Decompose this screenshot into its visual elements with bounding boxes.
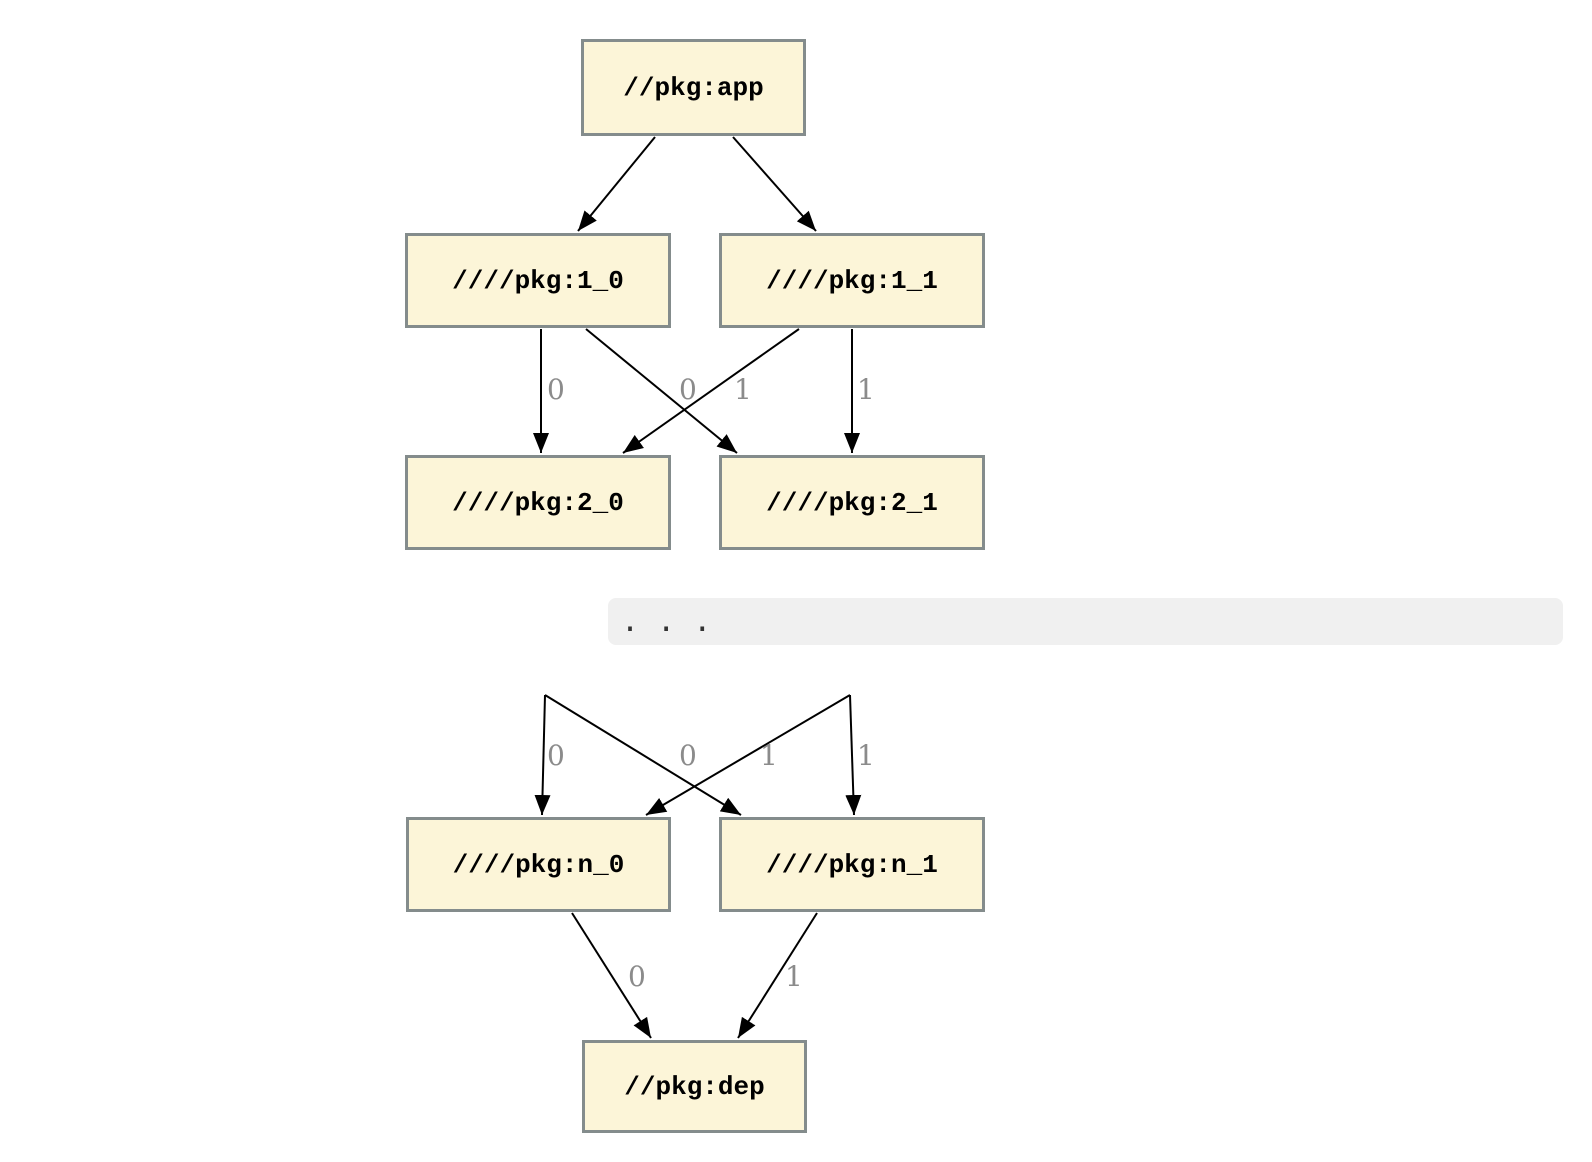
edge-label-mid-to-n-0: 0 — [547, 739, 565, 772]
edge-n-1-to-dep — [737, 912, 818, 1039]
edge-label-1-1-to-2-1: 1 — [857, 373, 875, 406]
edge-mid2-to-n-1 — [845, 694, 862, 816]
edge-n-0-to-dep — [571, 912, 652, 1039]
node-pkg-1-1: ////pkg:1_1 — [719, 233, 985, 328]
edge-label-1-1-to-2-0: 0 — [679, 373, 697, 406]
edge-label-mid2-to-n-1: 1 — [857, 739, 875, 772]
node-pkg-n-1: ////pkg:n_1 — [719, 817, 985, 912]
edge-label-1-0-to-2-0: 0 — [547, 373, 565, 406]
node-pkg-dep: //pkg:dep — [582, 1040, 807, 1133]
edge-mid-to-n-1 — [544, 694, 742, 816]
edge-1-0-to-2-1 — [585, 328, 738, 454]
node-pkg-n-0: ////pkg:n_0 — [406, 817, 671, 912]
edge-label-1-0-to-2-1: 1 — [734, 373, 752, 406]
edge-app-to-1-0 — [577, 136, 656, 232]
edge-label-n-1-to-dep: 1 — [785, 960, 803, 993]
edge-1-1-to-2-0 — [622, 328, 800, 454]
node-pkg-app: //pkg:app — [581, 39, 806, 136]
node-pkg-2-1: ////pkg:2_1 — [719, 455, 985, 550]
edge-app-to-1-1 — [732, 136, 817, 232]
node-pkg-1-0: ////pkg:1_0 — [405, 233, 671, 328]
edge-mid2-to-n-0 — [645, 694, 851, 816]
edge-label-mid-to-n-1: 1 — [760, 739, 778, 772]
node-pkg-2-0: ////pkg:2_0 — [405, 455, 671, 550]
edge-label-mid2-to-n-0: 0 — [679, 739, 697, 772]
ellipsis-bar: . . . — [608, 598, 1563, 645]
edge-mid-to-n-0 — [534, 694, 551, 816]
edge-label-n-0-to-dep: 0 — [628, 960, 646, 993]
